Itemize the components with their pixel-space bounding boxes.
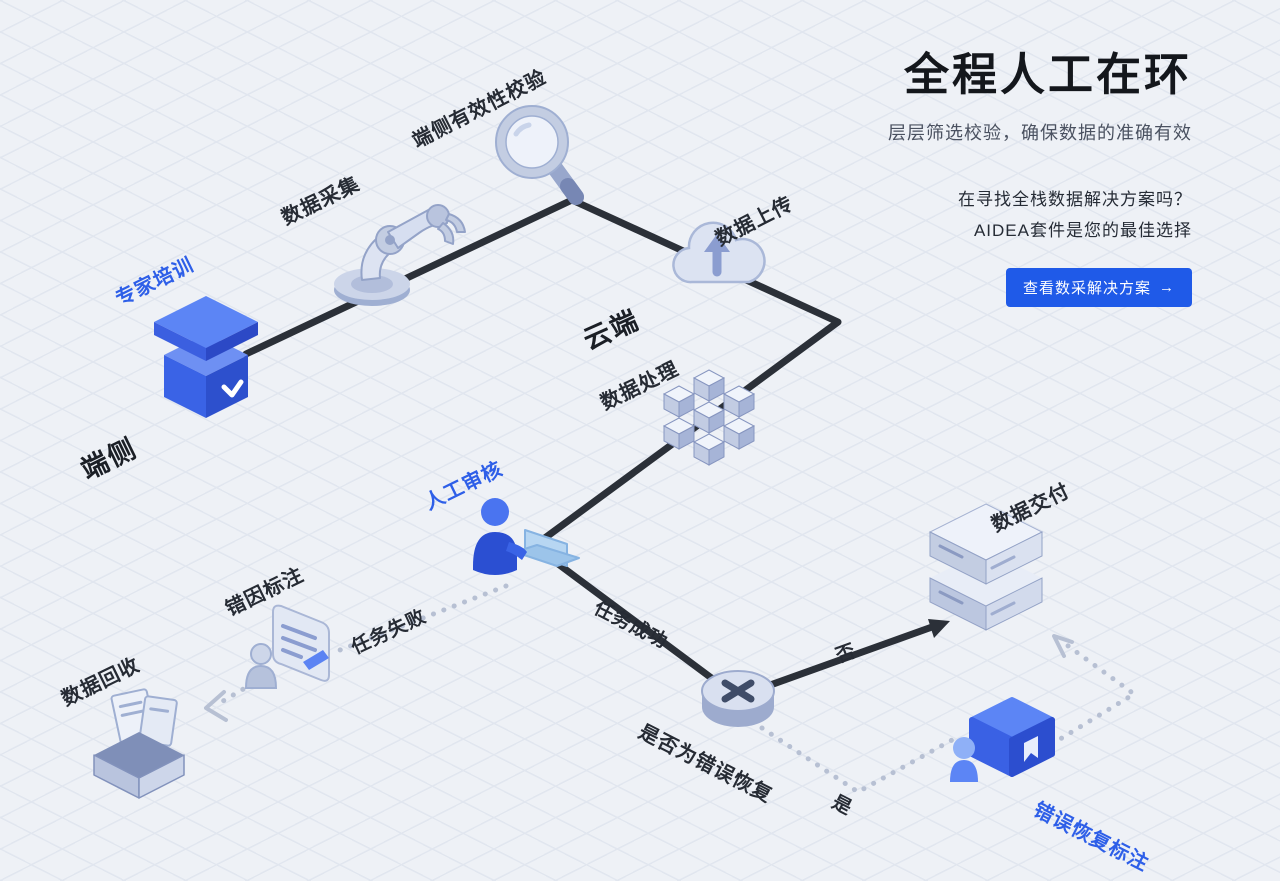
label-branch-yes: 是: [828, 791, 856, 820]
recycle-arrow-chevron-icon: [204, 690, 228, 722]
page-title: 全程人工在环: [903, 49, 1192, 100]
recovery-return-chevron-icon: [1052, 634, 1074, 658]
robot-arm-icon: [322, 190, 467, 310]
label-zone-cloud-side: 云端: [578, 304, 645, 356]
reviewer-person-laptop-icon: [465, 492, 590, 592]
label-error-recovery-annotation: 错误恢复标注: [1029, 798, 1153, 876]
view-solution-button[interactable]: 查看数采解决方案 →: [1005, 268, 1192, 308]
promo-text: 在寻找全栈数据解决方案吗？ AIDEA套件是您的最佳选择: [712, 185, 1192, 246]
label-task-success: 任务成功: [590, 597, 672, 653]
label-branch-no: 否: [833, 640, 860, 668]
recovery-annotation-book-icon: [948, 686, 1063, 794]
label-task-failed: 任务失败: [348, 605, 430, 659]
server-stack-icon: [922, 498, 1050, 636]
recovery-return-dotted-path: [1049, 637, 1139, 747]
promo-line-1: 在寻找全栈数据解决方案吗？: [958, 190, 1192, 209]
view-solution-button-label: 查看数采解决方案: [1022, 280, 1151, 298]
magnifier-icon: [492, 100, 592, 215]
label-zone-device-side: 端侧: [76, 432, 142, 486]
yes-branch-dotted-path: [759, 725, 955, 795]
decision-x-icon: [698, 645, 778, 745]
recycle-box-icon: [78, 682, 200, 800]
error-annotation-doc-icon: [243, 598, 343, 696]
page-subtitle: 层层筛选校验，确保数据的准确有效: [888, 123, 1192, 143]
promo-line-2: AIDEA套件是您的最佳选择: [973, 220, 1192, 240]
expert-training-podium-icon: [142, 288, 270, 428]
promo-panel: 全程人工在环 层层筛选校验，确保数据的准确有效 在寻找全栈数据解决方案吗？ AI…: [712, 38, 1192, 308]
arrow-right-icon: →: [1159, 279, 1175, 297]
